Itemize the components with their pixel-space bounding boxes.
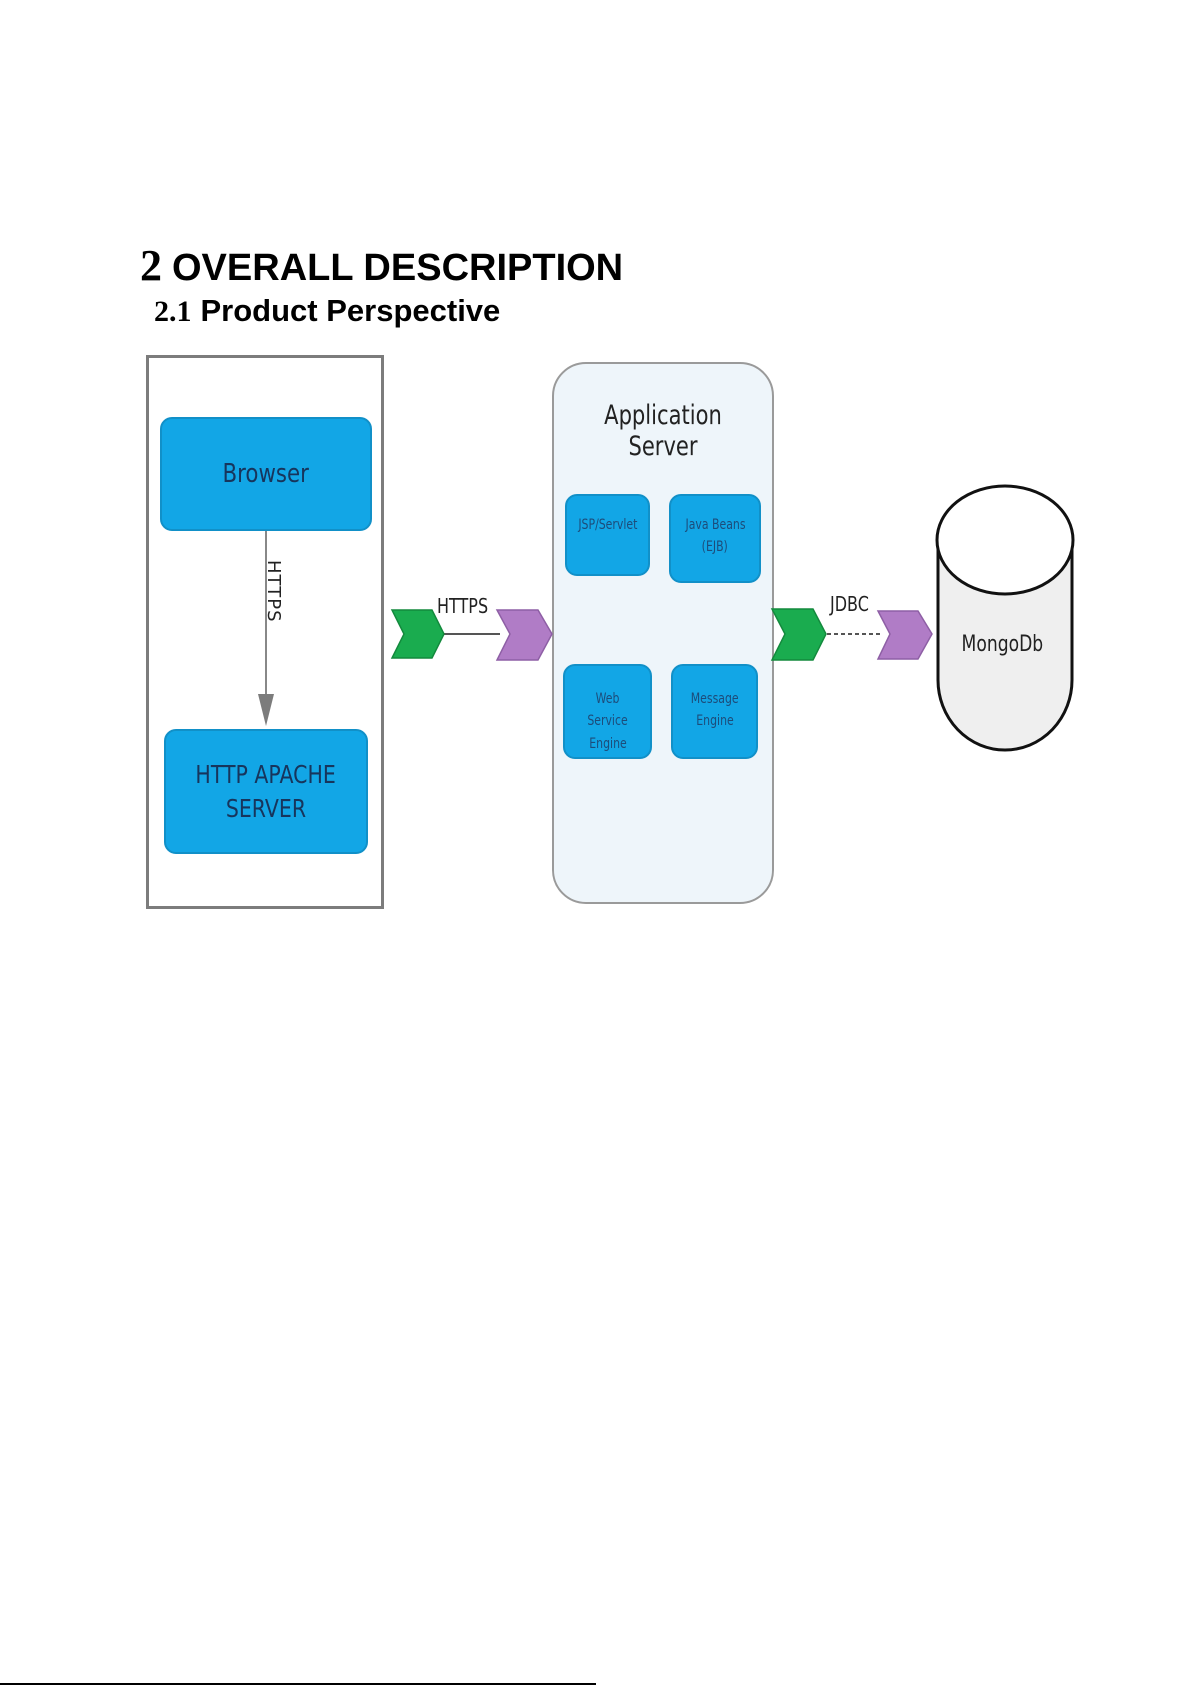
- jdbc-link-label: JDBC: [830, 592, 879, 616]
- java-beans-node: Java Beans(EJB): [669, 494, 761, 583]
- inbound-connector-icon: [878, 611, 932, 659]
- subsection-number: 2.1: [154, 295, 192, 328]
- browser-node: Browser: [160, 417, 372, 531]
- component-sublabel: Engine: [696, 710, 733, 732]
- browser-label: Browser: [223, 459, 309, 489]
- component-label: JSP/Servlet: [578, 514, 637, 536]
- internal-https-label: HTTPS: [263, 560, 284, 623]
- jsp-servlet-node: JSP/Servlet: [565, 494, 650, 576]
- subsection-title: Product Perspective: [201, 293, 501, 328]
- https-link-label: HTTPS: [437, 594, 501, 618]
- apache-label-line1: HTTP APACHE: [196, 758, 336, 792]
- database-label: MongoDb: [935, 632, 1070, 657]
- component-label: Message: [691, 688, 739, 710]
- arrow-down-icon: [258, 694, 274, 726]
- database-top: [937, 486, 1073, 594]
- inbound-connector-icon: [497, 610, 552, 660]
- section-number: 2: [140, 241, 162, 290]
- component-label: Web Service: [574, 688, 640, 733]
- subsection-heading: 2.1 Product Perspective: [154, 293, 500, 329]
- section-title: OVERALL DESCRIPTION: [172, 247, 623, 289]
- component-sublabel: Engine: [589, 733, 626, 755]
- apache-server-node: HTTP APACHE SERVER: [164, 729, 368, 854]
- component-label: Java Beans: [685, 514, 745, 536]
- component-sublabel: (EJB): [702, 536, 728, 558]
- apache-label-line2: SERVER: [226, 792, 306, 826]
- outbound-connector-icon: [772, 609, 826, 660]
- application-server-title: Application Server: [552, 400, 774, 462]
